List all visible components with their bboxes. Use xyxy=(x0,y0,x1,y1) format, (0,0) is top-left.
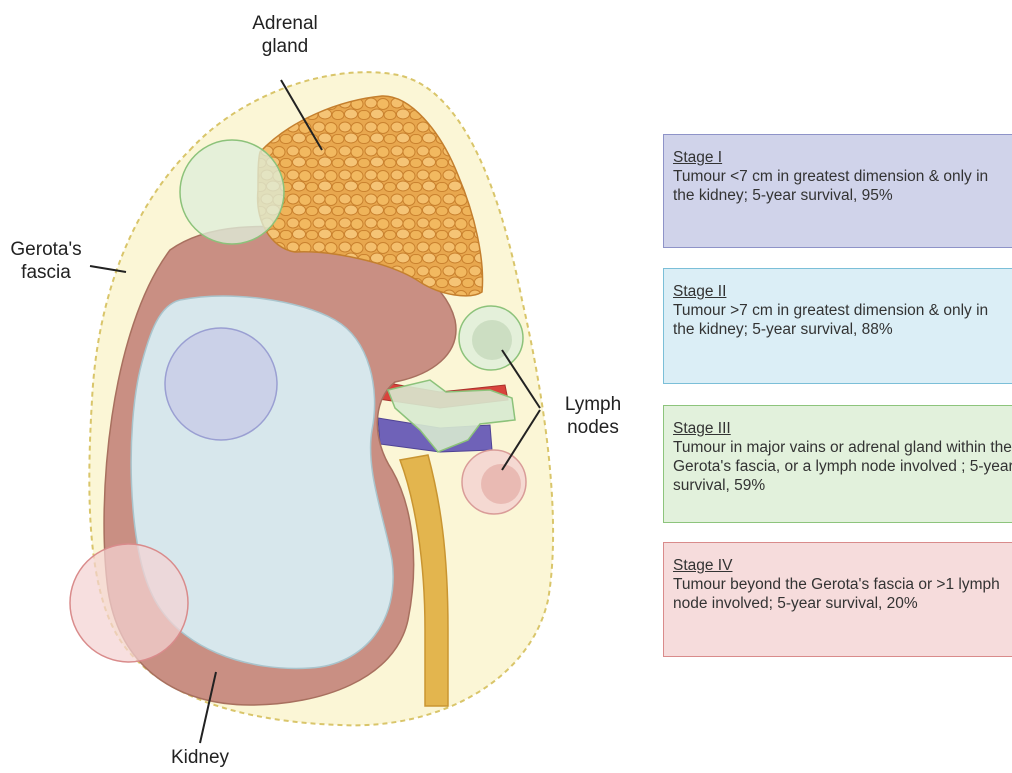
lymph-node-lower-inner xyxy=(481,464,521,504)
stage-1-description: Tumour <7 cm in greatest dimension & onl… xyxy=(673,167,1012,205)
stage-4-title: Stage IV xyxy=(673,556,1012,575)
stage-3-title: Stage III xyxy=(673,419,1012,438)
stage-1-title: Stage I xyxy=(673,148,1012,167)
stage-box-2: Stage II Tumour >7 cm in greatest dimens… xyxy=(663,268,1012,384)
label-adrenal-gland: Adrenal gland xyxy=(230,12,340,58)
stage-box-3: Stage III Tumour in major vains or adren… xyxy=(663,405,1012,523)
stage-3-description: Tumour in major vains or adrenal gland w… xyxy=(673,438,1012,495)
stage-box-1: Stage I Tumour <7 cm in greatest dimensi… xyxy=(663,134,1012,248)
tumour-stage-1 xyxy=(165,328,277,440)
tumour-stage-4 xyxy=(70,544,188,662)
lymph-node-upper-inner xyxy=(472,320,512,360)
stage-box-4: Stage IV Tumour beyond the Gerota's fasc… xyxy=(663,542,1012,657)
tumour-stage-2 xyxy=(180,140,284,244)
label-kidney: Kidney xyxy=(150,746,250,769)
label-lymph-nodes: Lymph nodes xyxy=(548,393,638,439)
stage-4-description: Tumour beyond the Gerota's fascia or >1 … xyxy=(673,575,1012,613)
label-gerotas-fascia: Gerota's fascia xyxy=(0,238,92,284)
stage-2-description: Tumour >7 cm in greatest dimension & onl… xyxy=(673,301,1012,339)
stage-2-title: Stage II xyxy=(673,282,1012,301)
